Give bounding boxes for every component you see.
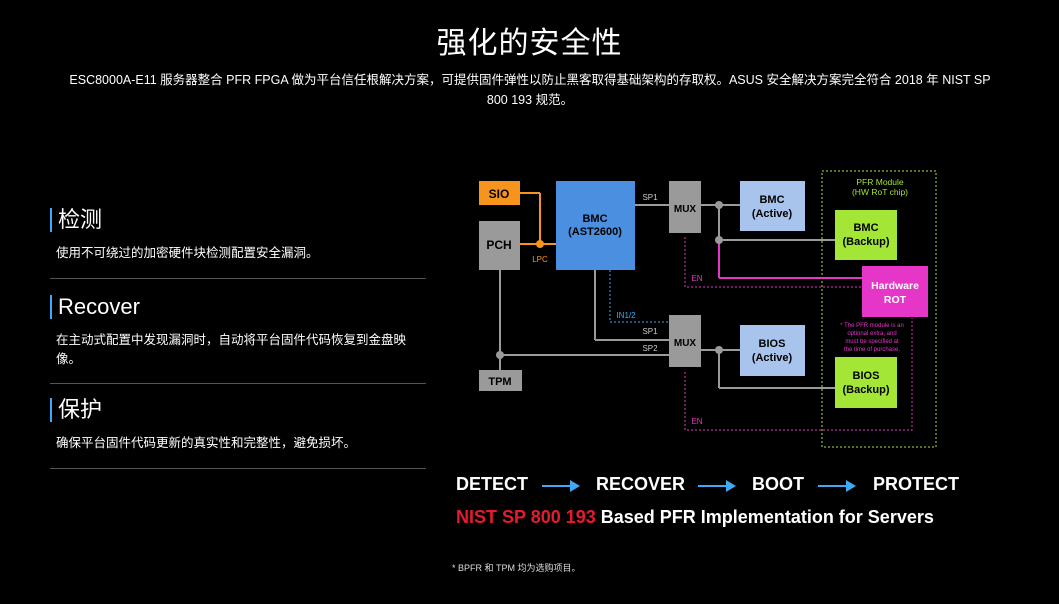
feature-recover: Recover 在主动式配置中发现漏洞时，自动将平台固件代码恢复到金盘映像。 <box>50 295 426 384</box>
pfr-note-2: optional extra, and <box>847 331 896 337</box>
sp1-bottom-label: SP1 <box>642 327 658 336</box>
sio-box <box>479 181 520 205</box>
mux-bottom-label: MUX <box>674 338 697 349</box>
tpm-label: TPM <box>488 376 511 388</box>
pfr-module-box <box>821 170 937 448</box>
bios-active-box <box>740 325 805 376</box>
feature-protect: 保护 确保平台固件代码更新的真实性和完整性，避免损坏。 <box>50 398 426 469</box>
bmc-backup-label: BMC <box>853 222 878 234</box>
bios-active-label: BIOS <box>759 338 786 350</box>
step-boot: BOOT <box>752 474 804 494</box>
sp2-label: SP2 <box>642 344 658 353</box>
nist-description: Based PFR Implementation for Servers <box>595 507 934 527</box>
bmc-backup-sublabel: (Backup) <box>842 236 889 248</box>
arrow-icon <box>542 480 580 492</box>
feature-text: 确保平台固件代码更新的真实性和完整性，避免损坏。 <box>56 436 357 450</box>
step-detect: DETECT <box>456 474 528 494</box>
bmc-backup-box <box>835 210 897 260</box>
feature-detect: 检测 使用不可绕过的加密硬件块检测配置安全漏洞。 <box>50 208 426 279</box>
mux-top-label: MUX <box>674 204 697 215</box>
pfr-note-3: must be specified at <box>845 339 899 345</box>
bios-backup-label: BIOS <box>853 370 880 382</box>
bmc-active-label: BMC <box>759 194 784 206</box>
feature-text: 使用不可绕过的加密硬件块检测配置安全漏洞。 <box>56 246 319 260</box>
nist-standard: NIST SP 800 193 <box>456 507 596 527</box>
bmc-active-box <box>740 181 805 231</box>
en-top-label: EN <box>691 274 702 283</box>
bmc-active-sublabel: (Active) <box>752 208 793 220</box>
en-bottom-label: EN <box>691 417 702 426</box>
hardware-rot-box <box>862 266 928 317</box>
bmc-model: (AST2600) <box>568 226 622 238</box>
pfr-steps: DETECT RECOVER BOOT PROTECT <box>456 474 976 498</box>
pfr-architecture-diagram: PFR Module (HW RoT chip) SI <box>479 170 937 448</box>
bios-backup-box <box>835 357 897 408</box>
pch-box <box>479 221 520 270</box>
mux-bottom-box <box>669 315 701 367</box>
bios-backup-sublabel: (Backup) <box>842 384 889 396</box>
bmc-label: BMC <box>582 213 607 225</box>
feature-heading: 检测 <box>50 208 426 232</box>
step-protect: PROTECT <box>873 474 960 494</box>
mux-top-box <box>669 181 701 233</box>
intro-text: ESC8000A-E11 服务器整合 PFR FPGA 做为平台信任根解决方案，… <box>69 73 991 107</box>
hardware-rot-label: Hardware <box>871 280 919 292</box>
pfr-note-1: * The PFR module is an <box>840 323 904 329</box>
tpm-box <box>479 370 522 391</box>
feature-text: 在主动式配置中发现漏洞时，自动将平台固件代码恢复到金盘映像。 <box>56 333 407 366</box>
feature-heading: 保护 <box>50 398 426 422</box>
lpc-label: LPC <box>532 255 548 264</box>
arrow-icon <box>818 480 856 492</box>
step-recover: RECOVER <box>596 474 686 494</box>
page-title: 强化的安全性 <box>436 27 623 60</box>
pch-label: PCH <box>486 238 511 252</box>
bios-active-sublabel: (Active) <box>752 352 793 364</box>
feature-heading: Recover <box>50 295 426 319</box>
pfr-module-sublabel: (HW RoT chip) <box>852 187 908 197</box>
hardware-rot-sublabel: ROT <box>884 294 907 306</box>
sio-label: SIO <box>489 187 510 201</box>
sp1-top-label: SP1 <box>642 193 658 202</box>
pfr-note-4: the time of purchase. <box>844 347 900 353</box>
in12-label: IN1/2 <box>616 311 636 320</box>
footnote: * BPFR 和 TPM 均为选购项目。 <box>452 563 581 573</box>
pfr-module-label: PFR Module <box>856 177 904 187</box>
arrow-icon <box>698 480 736 492</box>
nist-statement: NIST SP 800 193 Based PFR Implementation… <box>456 507 934 528</box>
bmc-ast2600-box <box>556 181 635 270</box>
